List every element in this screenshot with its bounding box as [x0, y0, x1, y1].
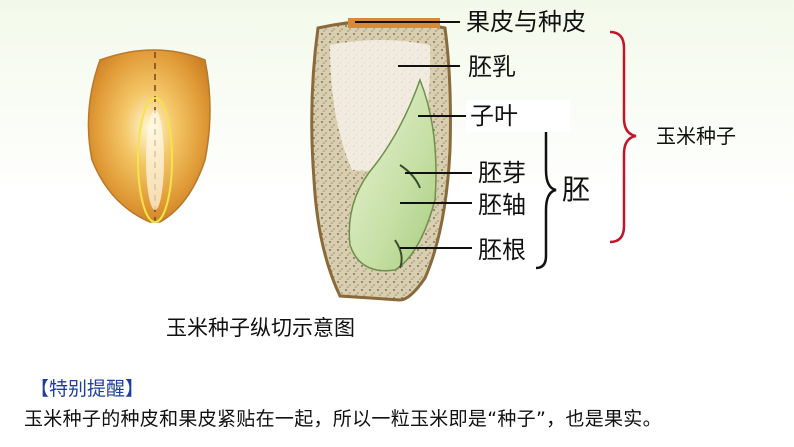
tip-title: 【特别提醒】 — [30, 378, 145, 400]
whole-kernel — [87, 49, 211, 228]
seed-bracket — [609, 30, 637, 244]
cotyledon-label-background — [466, 100, 570, 132]
label-hypocotyl: 胚轴 — [478, 191, 526, 219]
leader-lines — [355, 21, 472, 249]
label-plumule: 胚芽 — [478, 159, 526, 187]
label-pericarp-seedcoat: 果皮与种皮 — [466, 8, 586, 36]
label-cotyledon: 子叶 — [470, 102, 518, 130]
label-corn-seed: 玉米种子 — [656, 124, 736, 148]
label-endosperm: 胚乳 — [468, 53, 516, 81]
label-radicle: 胚根 — [478, 236, 526, 264]
label-embryo: 胚 — [562, 173, 591, 206]
figure-caption: 玉米种子纵切示意图 — [166, 316, 355, 340]
kernel-cross-section — [310, 18, 452, 302]
tip-body: 玉米种子的种皮和果皮紧贴在一起，所以一粒玉米即是“种子”，也是果实。 — [24, 408, 662, 430]
